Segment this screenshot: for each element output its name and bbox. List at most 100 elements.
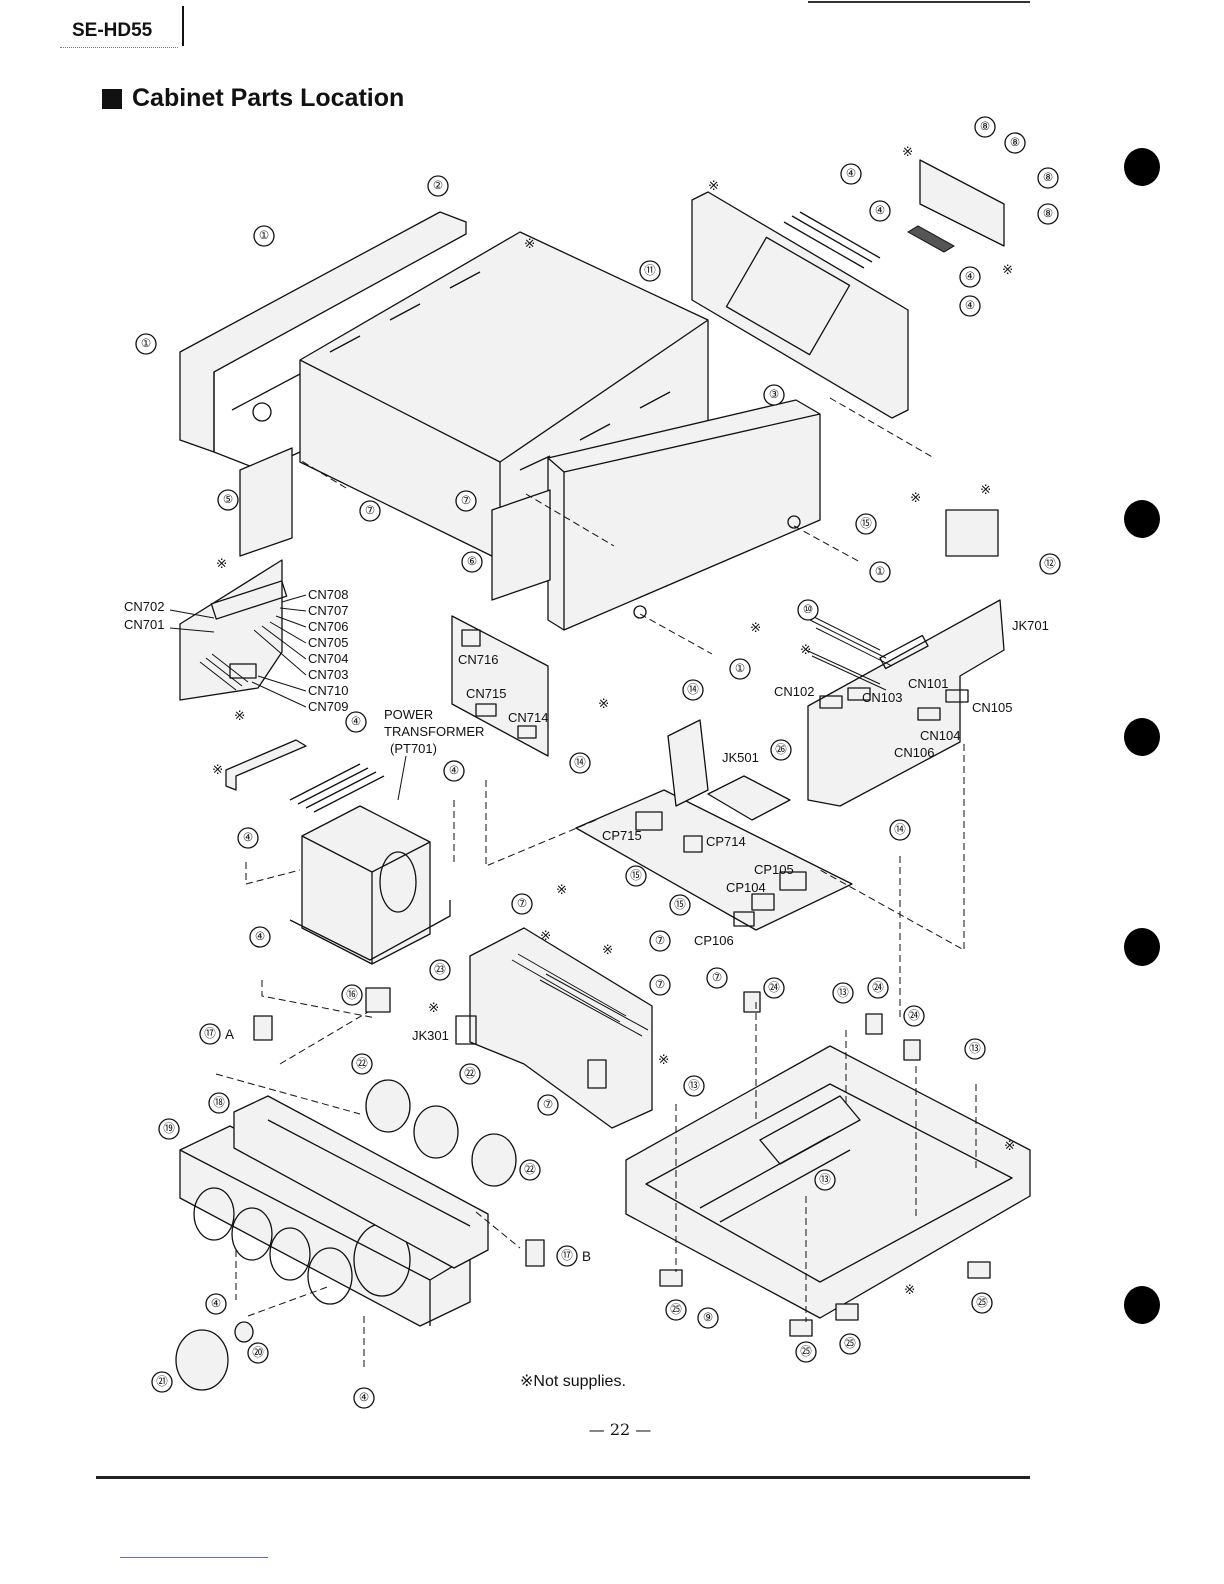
callout-16: ⑯: [341, 984, 363, 1006]
svg-text:⑮: ⑮: [630, 869, 642, 882]
not-supplied-mark: ※: [708, 178, 719, 193]
svg-text:⑱: ⑱: [213, 1096, 225, 1109]
svg-text:⑮: ⑮: [860, 517, 872, 530]
main-pcb-right: [803, 599, 1005, 807]
label-cp714: CP714: [706, 834, 746, 849]
pcb-lower: [455, 927, 653, 1129]
callout-15: ⑮: [855, 513, 877, 535]
page-number: — 22 —: [588, 1420, 652, 1439]
label-cn716: CN716: [458, 652, 498, 667]
svg-text:④: ④: [351, 716, 361, 728]
callout-4: ④: [353, 1387, 375, 1409]
svg-text:④: ④: [875, 205, 885, 217]
bottom-rule: [96, 1476, 1030, 1479]
svg-text:⑭: ⑭: [574, 756, 586, 769]
transformer-bracket: [225, 739, 307, 791]
callout-4: ④: [959, 266, 981, 288]
label-power: POWER: [384, 707, 433, 722]
callout-23: ㉓: [429, 959, 451, 981]
callout-25: ㉕: [795, 1341, 817, 1363]
svg-text:㉔: ㉔: [768, 981, 780, 994]
callout-7: ⑦: [511, 893, 533, 915]
callout-4: ④: [345, 711, 367, 733]
callout-1: ①: [253, 225, 275, 247]
not-supplied-mark: ※: [800, 642, 811, 657]
label-cn106: CN106: [894, 745, 934, 760]
svg-text:⑦: ⑦: [517, 898, 527, 910]
svg-text:④: ④: [449, 765, 459, 777]
top-rule: [808, 1, 1030, 3]
callout-17b: ⑰: [556, 1245, 578, 1267]
pcb-cn716: [451, 615, 549, 757]
svg-text:①: ①: [259, 230, 269, 242]
svg-text:①: ①: [735, 663, 745, 675]
svg-text:⑦: ⑦: [712, 972, 722, 984]
not-supplied-mark: ※: [428, 1000, 439, 1015]
svg-text:⑬: ⑬: [688, 1079, 700, 1092]
callout-19: ⑲: [158, 1118, 180, 1140]
not-supplied-mark: ※: [904, 1282, 915, 1297]
svg-text:④: ④: [359, 1392, 369, 1404]
pcb-left-cn7xx: [179, 559, 288, 701]
bottom-rule-short: [120, 1557, 268, 1558]
svg-text:⑳: ⑳: [252, 1346, 264, 1359]
callout-8: ⑧: [1004, 132, 1026, 154]
callout-13: ⑬: [814, 1169, 836, 1191]
callout-21: ㉑: [151, 1371, 173, 1393]
svg-text:⑬: ⑬: [819, 1173, 831, 1186]
svg-text:①: ①: [875, 566, 885, 578]
label-transformer: TRANSFORMER: [384, 724, 484, 739]
label-cn710: CN710: [308, 683, 348, 698]
callout-4: ④: [0, 0, 5, 6]
label-cp106: CP106: [694, 933, 734, 948]
callout-22: ㉒: [351, 1053, 373, 1075]
callout-22: ㉒: [459, 1063, 481, 1085]
svg-text:㉓: ㉓: [434, 963, 446, 976]
label-cn105: CN105: [972, 700, 1012, 715]
callout-24: ㉔: [763, 977, 785, 999]
svg-text:①: ①: [141, 338, 151, 350]
svg-text:⑬: ⑬: [837, 986, 849, 999]
svg-text:⑦: ⑦: [365, 505, 375, 517]
label-cn709: CN709: [308, 699, 348, 714]
svg-text:㉒: ㉒: [524, 1163, 536, 1176]
binder-hole-icon: [1124, 1286, 1160, 1324]
power-transformer: [289, 763, 451, 965]
callout-12: ⑫: [1039, 553, 1061, 575]
svg-text:④: ④: [243, 832, 253, 844]
svg-text:⑧: ⑧: [1043, 172, 1053, 184]
svg-text:⑦: ⑦: [543, 1099, 553, 1111]
svg-text:⑮: ⑮: [674, 898, 686, 911]
svg-text:⑲: ⑲: [163, 1122, 175, 1135]
label-cp105: CP105: [754, 862, 794, 877]
svg-text:㉕: ㉕: [800, 1345, 812, 1358]
label-cn702: CN702: [124, 599, 164, 614]
not-supplied-mark: ※: [524, 236, 535, 251]
callout-14: ⑭: [682, 679, 704, 701]
svg-text:③: ③: [769, 389, 779, 401]
callout-8: ⑧: [974, 116, 996, 138]
binder-hole-icon: [1124, 500, 1160, 538]
not-supplied-mark: ※: [540, 928, 551, 943]
callout-20: ⑳: [247, 1342, 269, 1364]
side-cabinet-right: [547, 399, 821, 631]
svg-text:㉕: ㉕: [670, 1303, 682, 1316]
front-inner-frame: [233, 1095, 489, 1269]
rear-sub-panel: [907, 159, 1005, 253]
callout-4: ④: [869, 200, 891, 222]
callout-8: ⑧: [1037, 203, 1059, 225]
footnote-not-supplied: ※Not supplies.: [520, 1373, 626, 1390]
label-jk301: JK301: [412, 1028, 449, 1043]
callout-4: ④: [237, 827, 259, 849]
front-panel: [179, 1125, 471, 1327]
label-cn102: CN102: [774, 684, 814, 699]
knobs: [175, 1079, 517, 1391]
not-supplied-mark: ※: [602, 942, 613, 957]
not-supplied-mark: ※: [910, 490, 921, 505]
callout-18: ⑱: [208, 1092, 230, 1114]
callout-14: ⑭: [569, 752, 591, 774]
svg-text:㉔: ㉔: [872, 981, 884, 994]
callout-17a: ⑰: [199, 1023, 221, 1045]
side-bracket-left: [239, 447, 551, 601]
svg-text:㉒: ㉒: [464, 1067, 476, 1080]
